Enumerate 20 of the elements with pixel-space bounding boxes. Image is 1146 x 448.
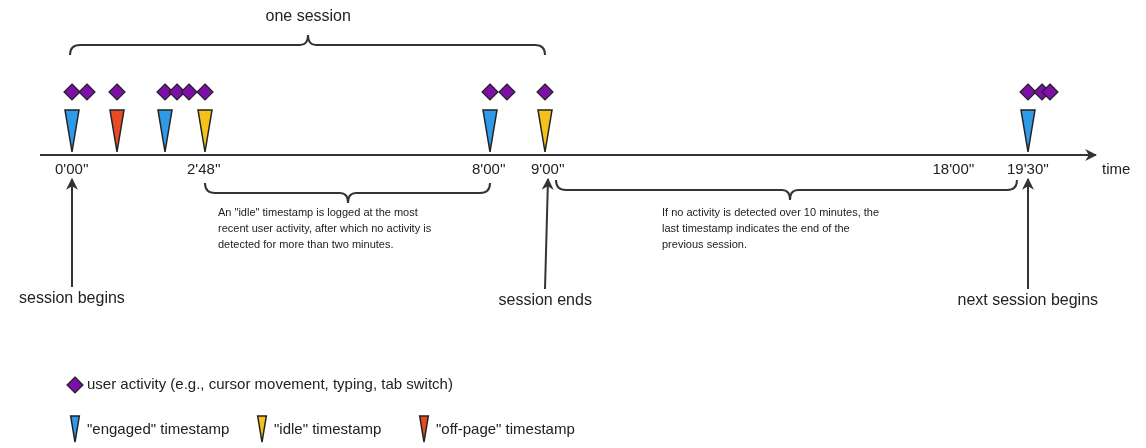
- axis-label: time: [1102, 160, 1131, 178]
- legend-text: "off-page" timestamp: [436, 420, 575, 438]
- legend-text: user activity (e.g., cursor movement, typing, tab switch): [87, 375, 453, 393]
- arrow: [1022, 177, 1034, 290]
- tick-label: 0'00'': [55, 160, 89, 178]
- section-heading: one session: [265, 6, 351, 26]
- annotation-text: next session begins: [957, 290, 1099, 310]
- annotation-text: session ends: [498, 290, 592, 310]
- tick-label: 19'30'': [1007, 160, 1049, 178]
- legend-text: "engaged" timestamp: [87, 420, 230, 438]
- annotation-text: session begins: [19, 288, 125, 308]
- legend-text: "idle" timestamp: [274, 420, 382, 438]
- tick-label: 8'00'': [472, 160, 506, 178]
- arrow: [541, 177, 554, 290]
- note-text: An "idle" timestamp is logged at the most recent user activity, after which no activity is detected for more than two minutes.: [218, 205, 433, 252]
- tick-label: 2'48'': [187, 160, 221, 178]
- arrow: [66, 177, 78, 288]
- tick-label: 18'00'': [932, 160, 975, 178]
- tick-label: 9'00'': [531, 160, 565, 178]
- note-text: If no activity is detected over 10 minutes, the last timestamp indicates the end of the previous session.: [662, 205, 881, 252]
